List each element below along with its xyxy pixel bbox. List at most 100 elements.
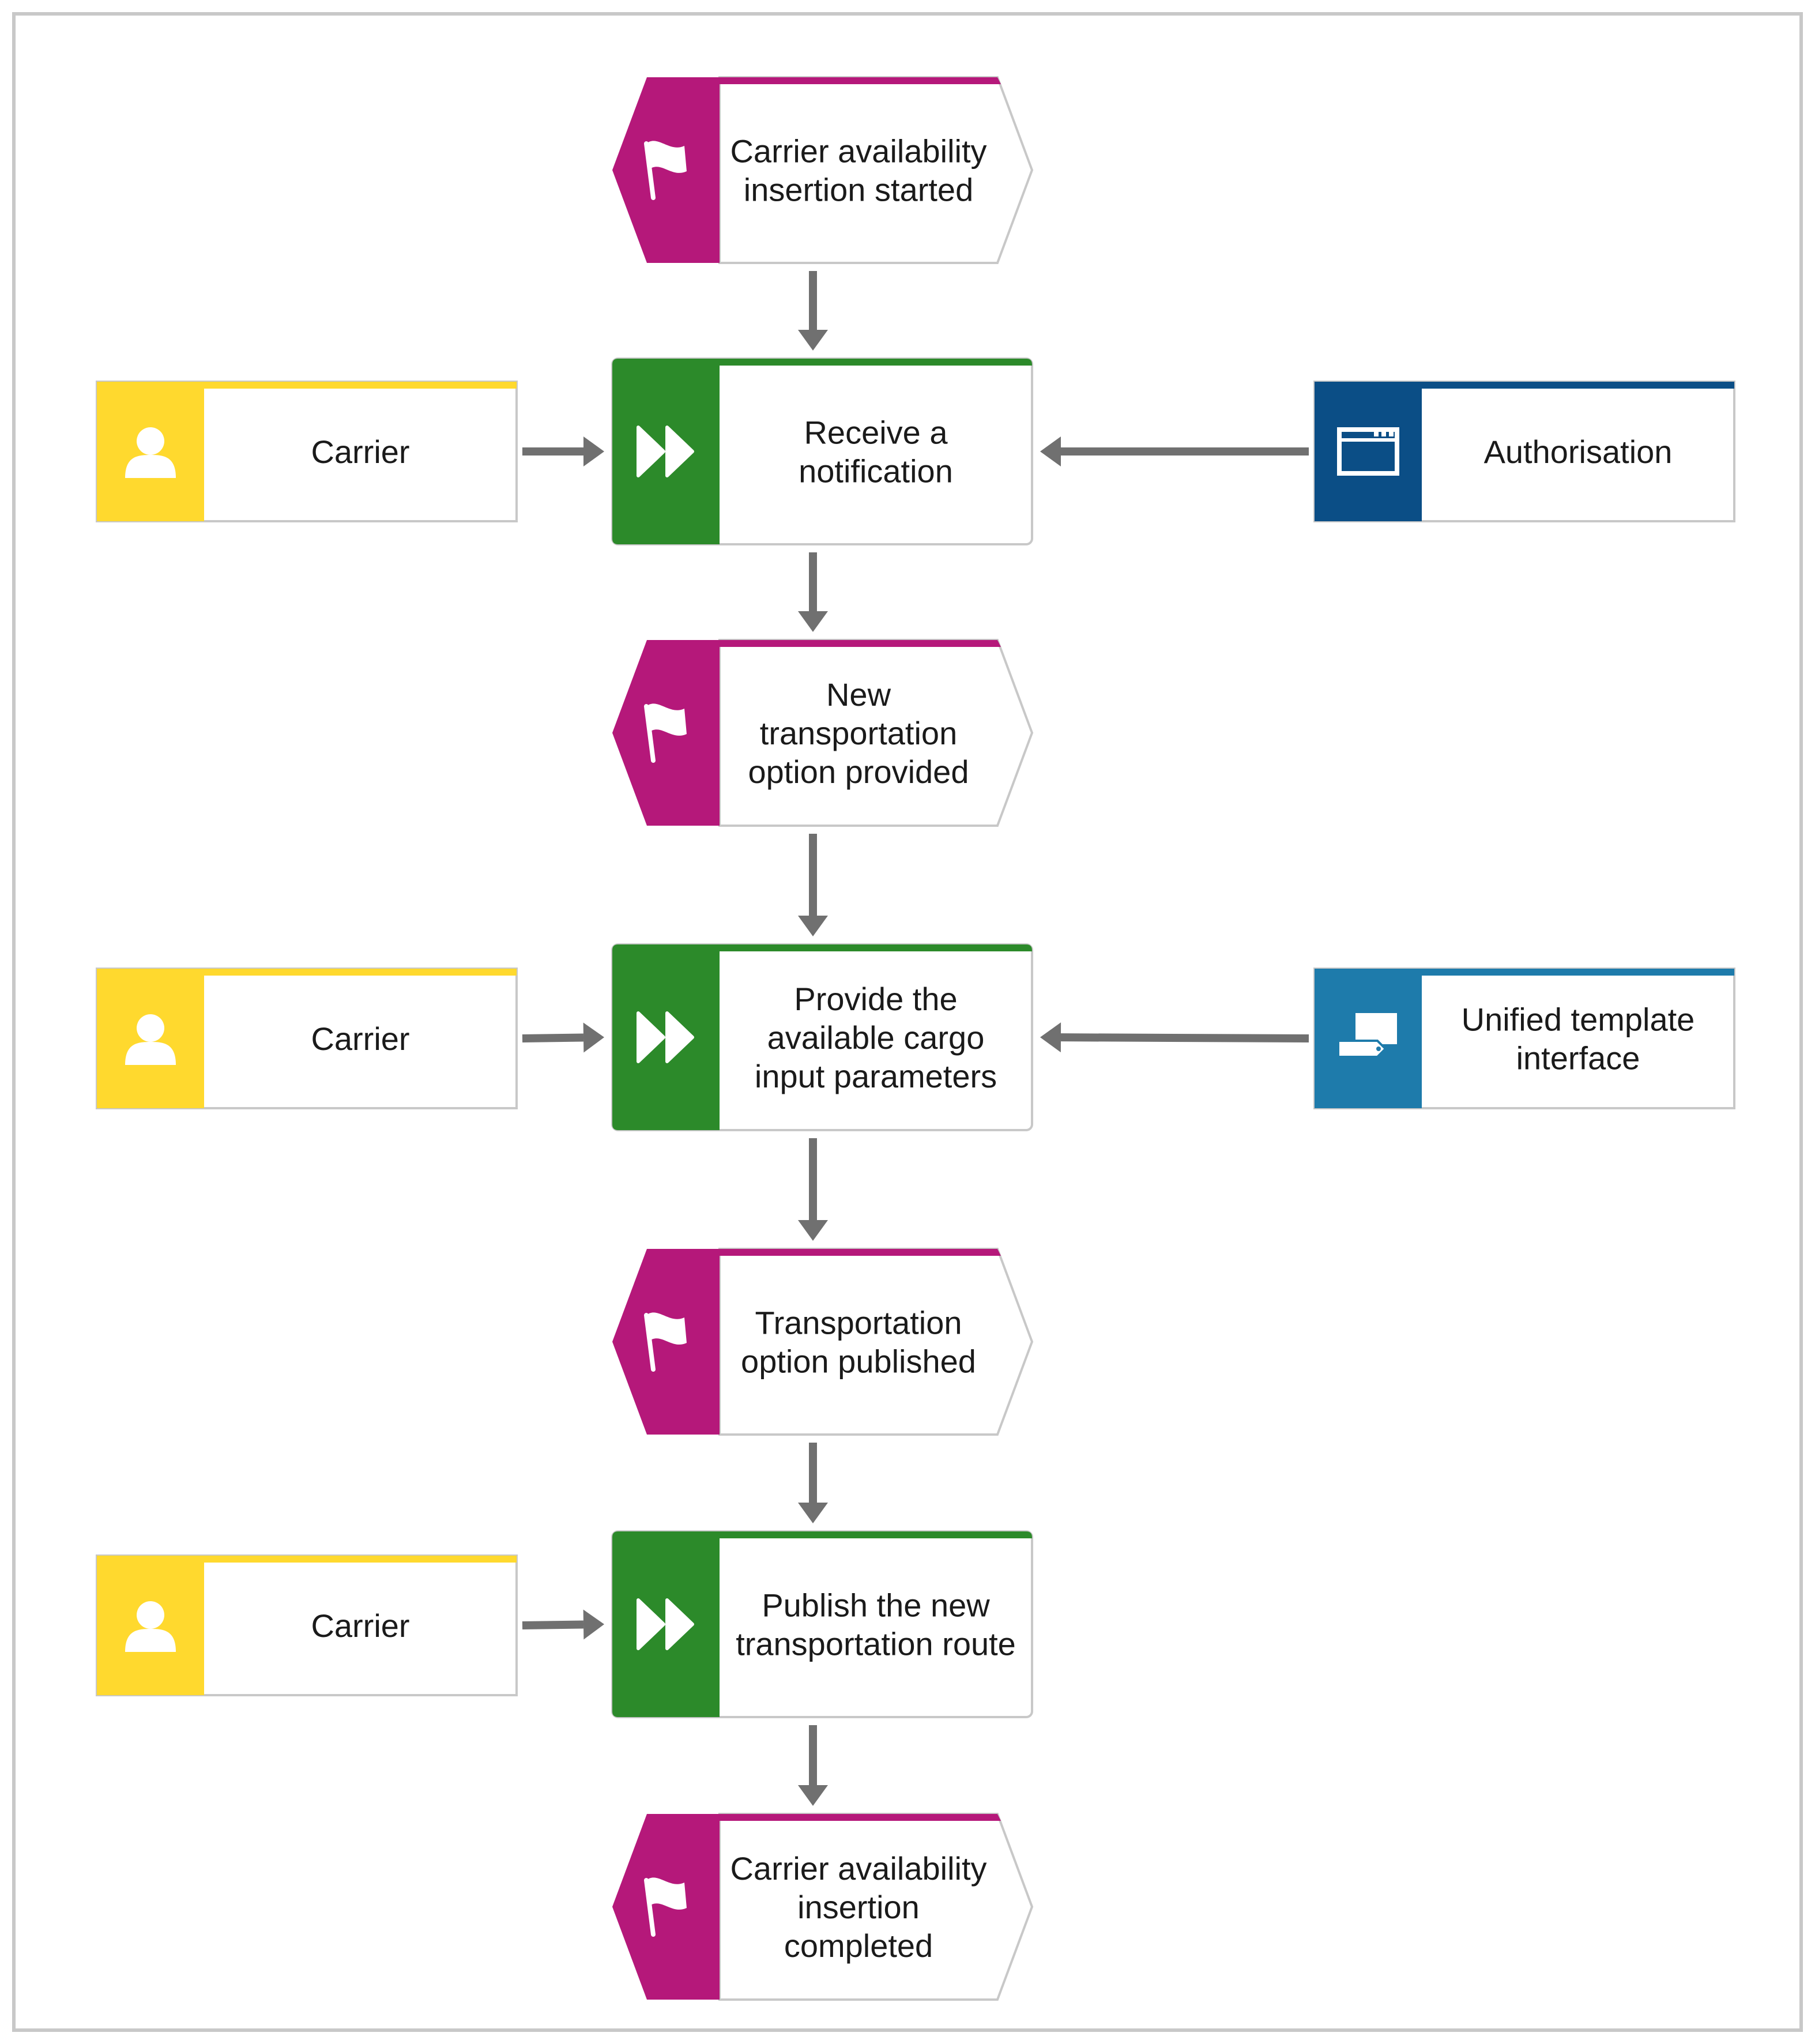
node-label-line: interface — [1516, 1040, 1640, 1076]
connector-system-authorisation-to-function-receive-notification — [1040, 436, 1309, 466]
node-label-line: available cargo — [767, 1019, 985, 1056]
person-icon — [125, 1601, 176, 1652]
connector-line — [1060, 1033, 1309, 1042]
event-accent-bar — [720, 77, 1001, 84]
node-role-carrier-1[interactable]: Carrier — [96, 381, 518, 522]
node-label-line: Receive a — [804, 415, 948, 451]
fast-forward-icon — [637, 1011, 694, 1063]
event-body — [718, 1248, 1034, 1436]
connector-arrowhead — [1040, 1022, 1061, 1053]
fast-forward-icon — [637, 1598, 694, 1650]
connector-function-provide-parameters-to-event-option-published — [798, 1138, 828, 1241]
connector-arrowhead — [798, 611, 828, 632]
node-label-line: Carrier — [311, 434, 409, 470]
event-accent-bar — [720, 1814, 1001, 1821]
connector-role-carrier-1-to-function-receive-notification — [522, 436, 604, 466]
node-label-line: insertion started — [744, 172, 973, 208]
flag-icon — [644, 1312, 687, 1372]
flag-icon — [644, 703, 687, 763]
node-label-line: New — [826, 676, 891, 713]
connector-arrowhead — [798, 330, 828, 351]
function-accent-bar — [720, 1531, 1032, 1538]
node-label-line: Carrier availability — [730, 133, 986, 170]
event-accent-bar — [720, 640, 1001, 647]
node-label-line: option published — [741, 1343, 976, 1380]
node-label-line: Authorisation — [1484, 434, 1673, 470]
application-window-icon — [1337, 427, 1399, 476]
system_interface-accent-bar — [1422, 969, 1734, 976]
event-accent-bar — [720, 1249, 1001, 1256]
role-accent-bar — [204, 382, 517, 389]
connector-function-receive-notification-to-event-option-provided — [798, 552, 828, 632]
event-band — [612, 1249, 720, 1435]
node-label: Carrier — [311, 1608, 409, 1644]
function-accent-bar — [720, 944, 1032, 951]
node-label-line: insertion — [797, 1889, 920, 1925]
node-label-line: Carrier availability — [730, 1850, 986, 1887]
node-label-line: Provide the — [794, 981, 957, 1017]
connector-event-start-to-function-receive-notification — [798, 271, 828, 351]
node-label-line: transportation route — [736, 1626, 1016, 1662]
event-band — [612, 77, 720, 263]
node-label-line: Unified template — [1462, 1002, 1695, 1038]
connector-arrowhead — [798, 1220, 828, 1241]
node-role-carrier-3[interactable]: Carrier — [96, 1554, 518, 1696]
connector-system-unified-template-to-function-provide-parameters — [1040, 1022, 1309, 1053]
fast-forward-icon — [637, 426, 694, 477]
node-label-line: notification — [799, 453, 953, 490]
node-label-line: input parameters — [755, 1058, 997, 1094]
connector-arrowhead — [798, 916, 828, 936]
node-label-line: Carrier — [311, 1608, 409, 1644]
node-label: Carrier — [311, 434, 409, 470]
event-band — [612, 640, 720, 826]
connector-arrowhead — [1040, 436, 1061, 466]
node-label-line: Carrier — [311, 1021, 409, 1057]
person-icon — [125, 1014, 176, 1065]
person-icon — [125, 427, 176, 478]
node-label-line: option provided — [748, 754, 969, 790]
node-label-line: completed — [784, 1928, 933, 1964]
connector-role-carrier-2-to-function-provide-parameters — [522, 1022, 604, 1053]
connectors-layer — [522, 271, 1309, 1806]
connector-function-publish-route-to-event-completed — [798, 1725, 828, 1806]
event-band — [612, 1814, 720, 2000]
connector-arrowhead — [583, 436, 604, 466]
event-body — [718, 76, 1034, 264]
connector-role-carrier-3-to-function-publish-route — [522, 1609, 604, 1640]
connector-arrowhead — [583, 1609, 604, 1640]
node-label: Carrier — [311, 1021, 409, 1057]
node-label-line: Transportation — [755, 1305, 962, 1341]
role-accent-bar — [204, 1556, 517, 1563]
connector-event-option-published-to-function-publish-route — [798, 1443, 828, 1523]
system_authorisation-band — [1315, 382, 1422, 521]
function-accent-bar — [720, 359, 1032, 366]
node-label-line: Publish the new — [762, 1587, 990, 1624]
system_authorisation-accent-bar — [1422, 382, 1734, 389]
node-role-carrier-2[interactable]: Carrier — [96, 968, 518, 1109]
flag-icon — [644, 141, 687, 200]
node-label-line: transportation — [760, 715, 957, 751]
flag-icon — [644, 1877, 687, 1937]
connector-arrowhead — [798, 1503, 828, 1523]
screen-tag-icon — [1337, 1013, 1397, 1058]
connector-arrowhead — [583, 1022, 604, 1053]
connector-arrowhead — [798, 1785, 828, 1806]
node-system-authorisation[interactable]: Authorisation — [1313, 381, 1735, 522]
